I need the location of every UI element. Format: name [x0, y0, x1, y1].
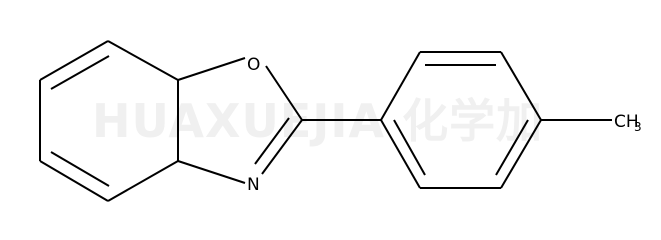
bond — [254, 117, 290, 165]
bond — [50, 151, 110, 187]
bond — [177, 160, 246, 184]
bond — [39, 40, 109, 81]
bond — [500, 119, 542, 189]
bond — [380, 119, 421, 189]
nitrogen-atom-label: N — [247, 175, 260, 195]
bond — [107, 160, 179, 202]
tolyl-ring — [380, 51, 542, 189]
bond — [380, 51, 421, 121]
oxazole-ring — [177, 57, 303, 184]
bond — [500, 51, 542, 121]
bond — [393, 119, 426, 176]
bond — [261, 119, 303, 175]
methyl-group-label: CH — [614, 112, 639, 132]
methyl-subscript: 3 — [634, 120, 642, 134]
oxygen-atom-label: O — [247, 55, 260, 75]
bond — [50, 55, 110, 90]
benzene-ring-fused — [39, 40, 179, 202]
bond — [177, 57, 246, 81]
bond — [265, 65, 303, 121]
bond — [495, 119, 529, 176]
bond — [107, 40, 179, 81]
bond — [39, 160, 109, 202]
